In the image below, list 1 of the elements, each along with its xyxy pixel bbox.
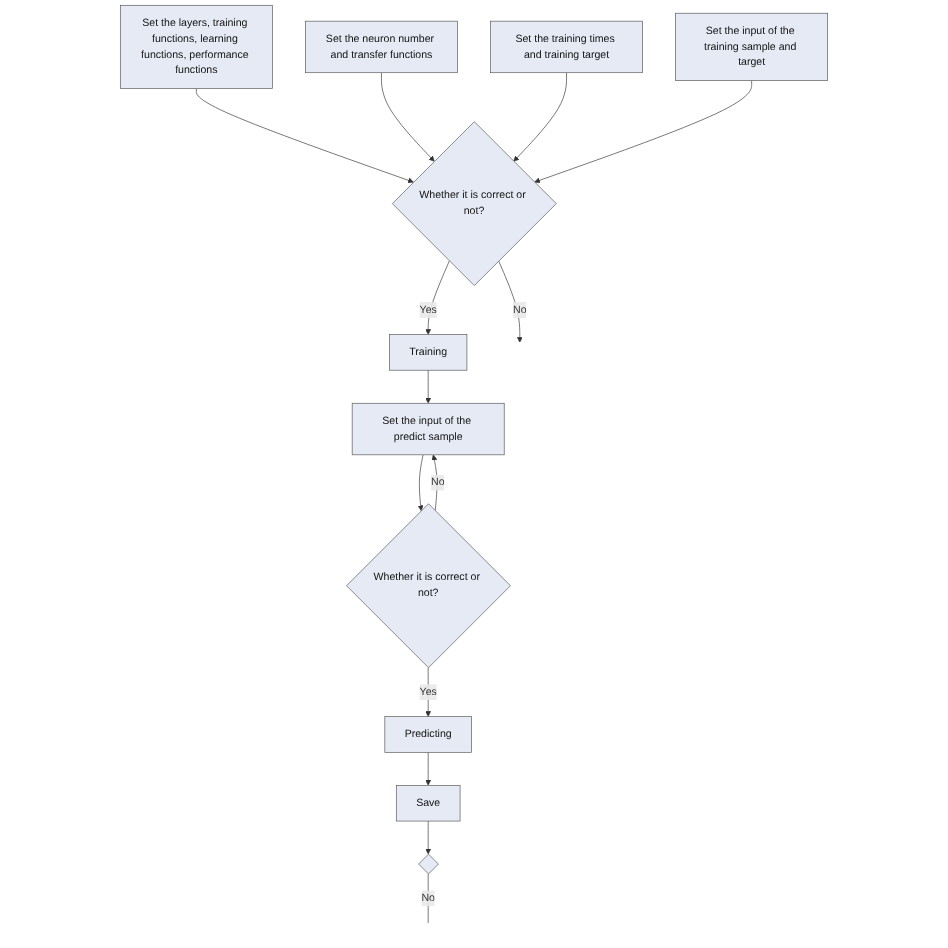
node-diamond bbox=[418, 853, 439, 875]
